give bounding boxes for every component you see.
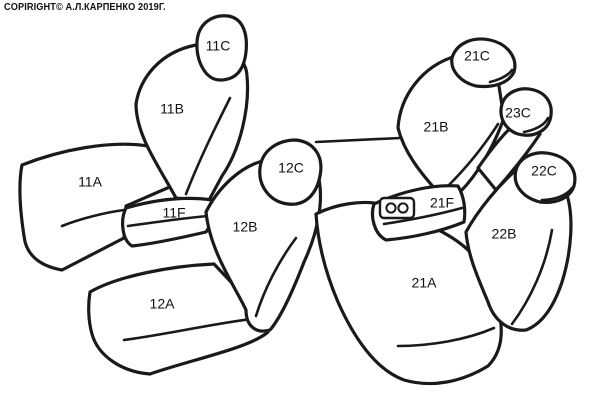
rear-headrest-22c-seam xyxy=(540,186,574,202)
seat-11-cushion-outline xyxy=(18,142,174,272)
seat-12-cushion-outline xyxy=(87,262,270,376)
floor-line xyxy=(314,136,402,144)
cup-holder-right-ring xyxy=(397,202,409,214)
copyright-notice: COPIRIGHT© А.Л.КАРПЕНКО 2019Г. xyxy=(4,2,166,13)
armrest-11f-seam xyxy=(126,214,210,228)
armrest-11f-outline xyxy=(121,196,215,248)
rear-headrest-21c-outline xyxy=(450,37,517,89)
seat-11-cushion-seam xyxy=(60,208,126,228)
rear-cushion-seam xyxy=(396,326,496,348)
armrest-21f-seam xyxy=(382,206,464,226)
seat-11-backrest-seam xyxy=(184,96,232,196)
rear-backrest-right-seam xyxy=(510,228,554,326)
label-23c: 23C xyxy=(505,105,531,121)
seat-11-backrest-outline xyxy=(134,42,250,204)
label-21a: 21A xyxy=(412,275,438,291)
cup-holder xyxy=(378,196,416,220)
seat-11-headrest-outline xyxy=(195,14,248,82)
label-11a: 11A xyxy=(78,174,103,190)
rear-backrest-left-seam xyxy=(446,122,500,188)
label-12b: 12B xyxy=(233,219,258,235)
seat-12-backrest-seam xyxy=(254,236,298,318)
rear-headrest-22c-outline xyxy=(513,151,577,204)
label-22b: 22B xyxy=(492,226,517,242)
label-12c: 12C xyxy=(278,160,304,176)
rear-headrest-21c-seam xyxy=(488,68,514,84)
label-11c: 11C xyxy=(206,38,231,54)
seat-12-headrest-outline xyxy=(258,138,323,206)
label-22c: 22C xyxy=(531,163,557,179)
rear-headrest-23c-seam xyxy=(522,116,550,134)
cup-holder-left-ring xyxy=(385,202,397,214)
label-11b: 11B xyxy=(160,101,184,117)
label-21f: 21F xyxy=(430,195,454,211)
rear-headrest-23c-outline xyxy=(499,87,553,137)
label-21b: 21B xyxy=(424,119,449,135)
label-21c: 21C xyxy=(464,48,490,64)
label-11f: 11F xyxy=(162,205,185,221)
label-12a: 12A xyxy=(150,296,176,312)
